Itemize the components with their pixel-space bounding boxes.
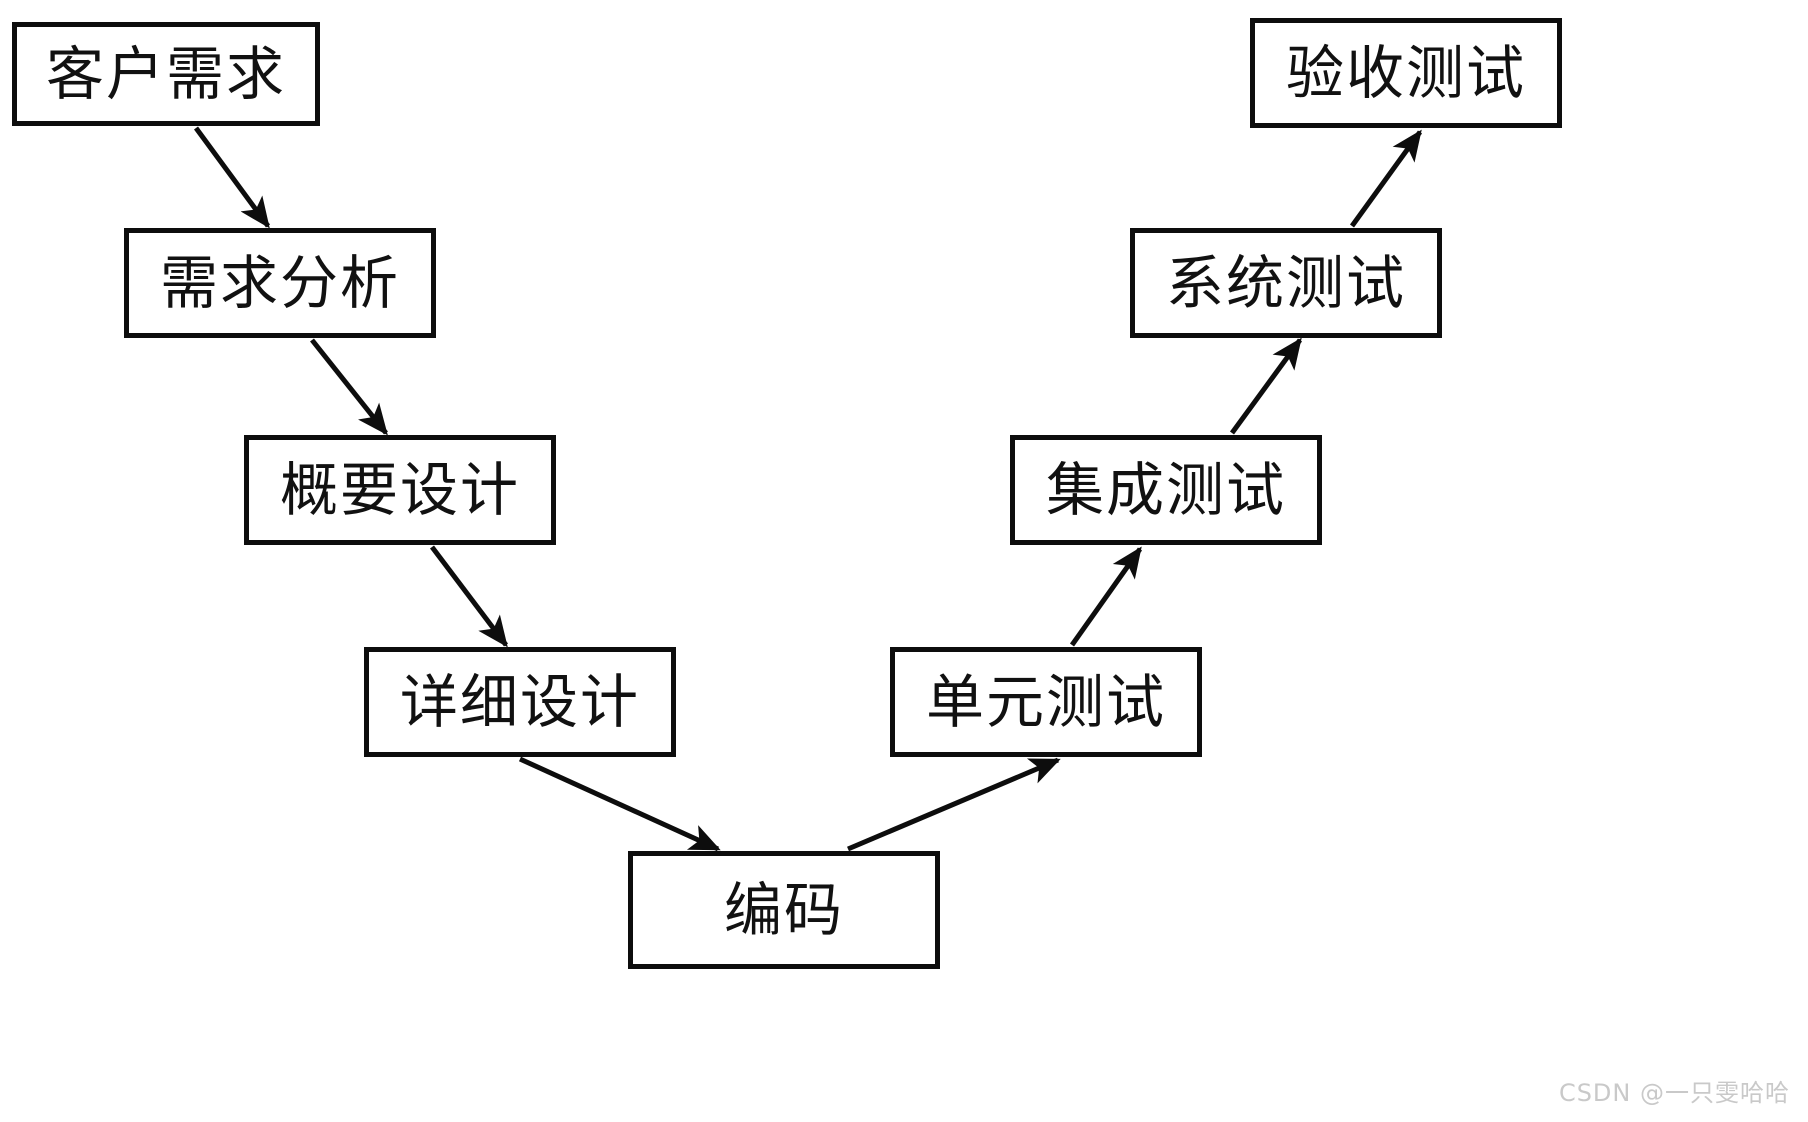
- node-detailed-design[interactable]: 详细设计: [364, 647, 676, 757]
- watermark-text: CSDN @一只雯哈哈: [1558, 1079, 1790, 1107]
- node-system-testing[interactable]: 系统测试: [1130, 228, 1442, 338]
- arrow-detailed-to-coding: [518, 756, 721, 852]
- arrow-integration-to-system: [1229, 337, 1303, 435]
- arrow-analysis-to-outline: [310, 338, 388, 436]
- arrow-coding-to-unit: [847, 757, 1061, 852]
- node-requirements-analysis[interactable]: 需求分析: [124, 228, 436, 338]
- node-unit-testing[interactable]: 单元测试: [890, 647, 1202, 757]
- node-label-customer-requirements: 客户需求: [45, 40, 286, 108]
- node-label-requirements-analysis: 需求分析: [159, 249, 400, 317]
- node-integration-testing[interactable]: 集成测试: [1010, 435, 1322, 545]
- node-customer-requirements[interactable]: 客户需求: [12, 22, 320, 126]
- arrow-system-to-acceptance: [1349, 129, 1423, 228]
- node-label-detailed-design: 详细设计: [399, 668, 640, 736]
- arrow-outline-to-detailed: [430, 545, 508, 648]
- node-label-acceptance-testing: 验收测试: [1285, 39, 1526, 107]
- arrow-unit-to-integration: [1069, 546, 1143, 647]
- node-label-integration-testing: 集成测试: [1045, 456, 1286, 524]
- node-label-coding: 编码: [723, 876, 844, 944]
- node-label-outline-design: 概要设计: [279, 456, 520, 524]
- node-label-system-testing: 系统测试: [1165, 249, 1406, 317]
- node-coding[interactable]: 编码: [628, 851, 940, 969]
- node-outline-design[interactable]: 概要设计: [244, 435, 556, 545]
- node-acceptance-testing[interactable]: 验收测试: [1250, 18, 1562, 128]
- node-label-unit-testing: 单元测试: [925, 668, 1166, 736]
- arrow-requirements-to-analysis: [193, 126, 271, 229]
